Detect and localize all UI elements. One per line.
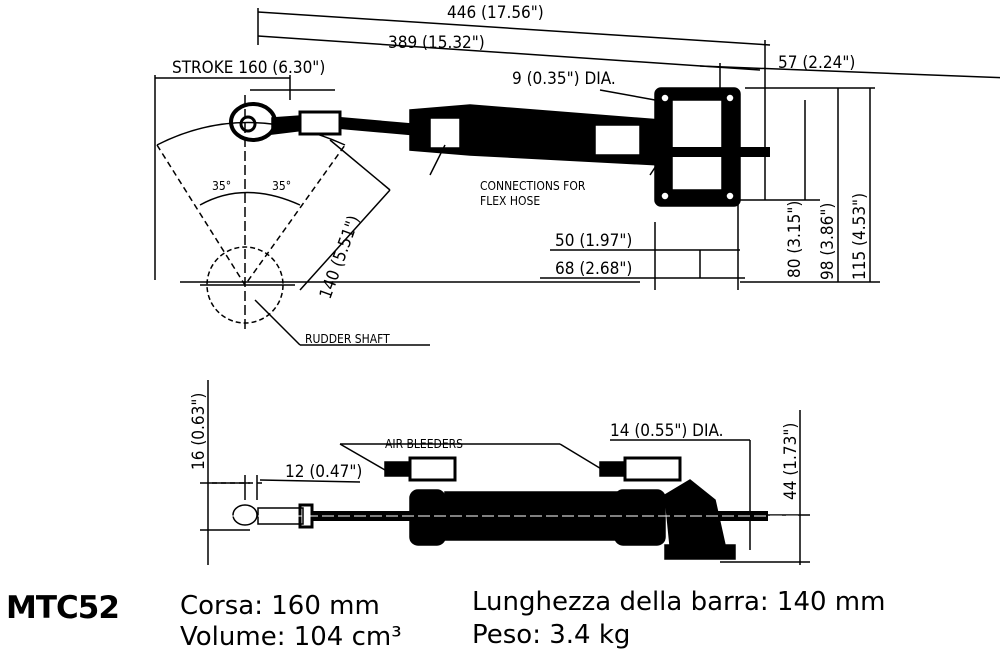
dimension-lines-top xyxy=(154,8,1000,290)
height-115-label: 115 (4.53") xyxy=(850,193,870,280)
cylinder-top-view xyxy=(229,87,770,207)
spec-stroke: Corsa: 160 mm xyxy=(180,591,380,621)
eye-width-label: 12 (0.47") xyxy=(285,462,362,482)
connections-label-1: CONNECTIONS FOR xyxy=(480,179,586,193)
plate-width-inner-label: 50 (1.97") xyxy=(555,231,632,251)
axis-height-label: 44 (1.73") xyxy=(781,423,801,500)
height-98-label: 98 (3.86") xyxy=(818,203,838,280)
spec-tiller-length: Lunghezza della barra: 140 mm xyxy=(472,587,886,617)
tiller-length-label: 140 (5.51") xyxy=(316,213,365,302)
spec-volume: Volume: 104 cm³ xyxy=(180,622,402,652)
connections-label-2: FLEX HOSE xyxy=(480,194,540,208)
body-marking-2: 52 xyxy=(570,142,584,156)
air-bleeders-label: AIR BLEEDERS xyxy=(385,437,463,451)
height-80-label: 80 (3.15") xyxy=(785,201,805,278)
model-name: MTC52 xyxy=(6,590,120,626)
angle-right-label: 35° xyxy=(272,179,291,193)
eye-to-mount-label: 389 (15.32") xyxy=(388,33,485,53)
mount-hole-label: 9 (0.35") DIA. xyxy=(512,69,616,89)
body-marking-1: MTC xyxy=(558,126,581,140)
eye-height-label: 16 (0.63") xyxy=(189,393,209,470)
rod-extension-label: 57 (2.24") xyxy=(778,53,855,73)
spec-weight: Peso: 3.4 kg xyxy=(472,620,631,650)
stroke-label: STROKE 160 (6.30") xyxy=(172,58,325,78)
rudder-shaft-label: RUDDER SHAFT xyxy=(305,332,390,346)
angle-left-label: 35° xyxy=(212,179,231,193)
plate-width-outer-label: 68 (2.68") xyxy=(555,259,632,279)
cylinder-side-view xyxy=(210,456,800,560)
overall-length-label: 446 (17.56") xyxy=(447,3,544,23)
fitting-dia-label: 14 (0.55") DIA. xyxy=(610,421,723,441)
